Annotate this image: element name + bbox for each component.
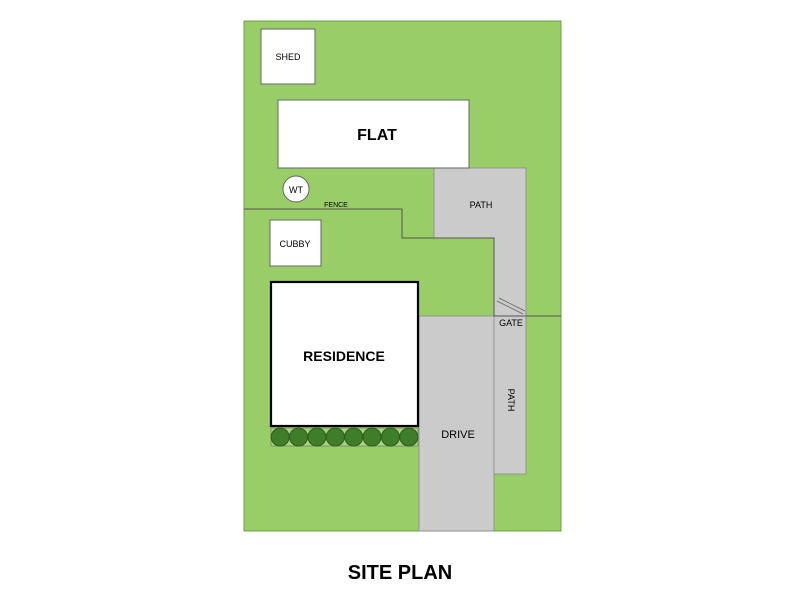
path-side-label: PATH — [506, 389, 516, 412]
fence-line — [244, 208, 561, 317]
gate-label: GATE — [499, 318, 523, 328]
hedge-shrub — [380, 427, 400, 447]
hedge-shrub — [325, 427, 345, 447]
shed-label: SHED — [275, 52, 301, 62]
page-title: SITE PLAN — [347, 562, 453, 584]
hedge-shrub — [289, 427, 309, 447]
hedge-shrub — [270, 427, 290, 447]
water-tank — [282, 175, 310, 203]
residence-building — [269, 280, 420, 428]
gate-symbol — [496, 297, 526, 315]
flat-building — [277, 99, 470, 169]
hedge-shrub — [399, 427, 419, 447]
path-top-label: PATH — [470, 200, 493, 210]
side-path-area — [493, 315, 527, 475]
hedge-shrub — [362, 427, 382, 447]
drive-area — [418, 315, 495, 532]
hedge-shrub — [307, 427, 327, 447]
shed-building — [260, 28, 316, 85]
fence-label: FENCE — [324, 202, 348, 209]
residence-label: RESIDENCE — [303, 348, 385, 364]
cubby-building — [269, 219, 322, 267]
hedge-row — [270, 427, 419, 447]
cubby-label: CUBBY — [279, 239, 310, 249]
water-tank-label: WT — [289, 185, 303, 195]
drive-label: DRIVE — [441, 429, 475, 441]
hedge-shrub — [344, 427, 364, 447]
flat-label: FLAT — [357, 127, 397, 144]
